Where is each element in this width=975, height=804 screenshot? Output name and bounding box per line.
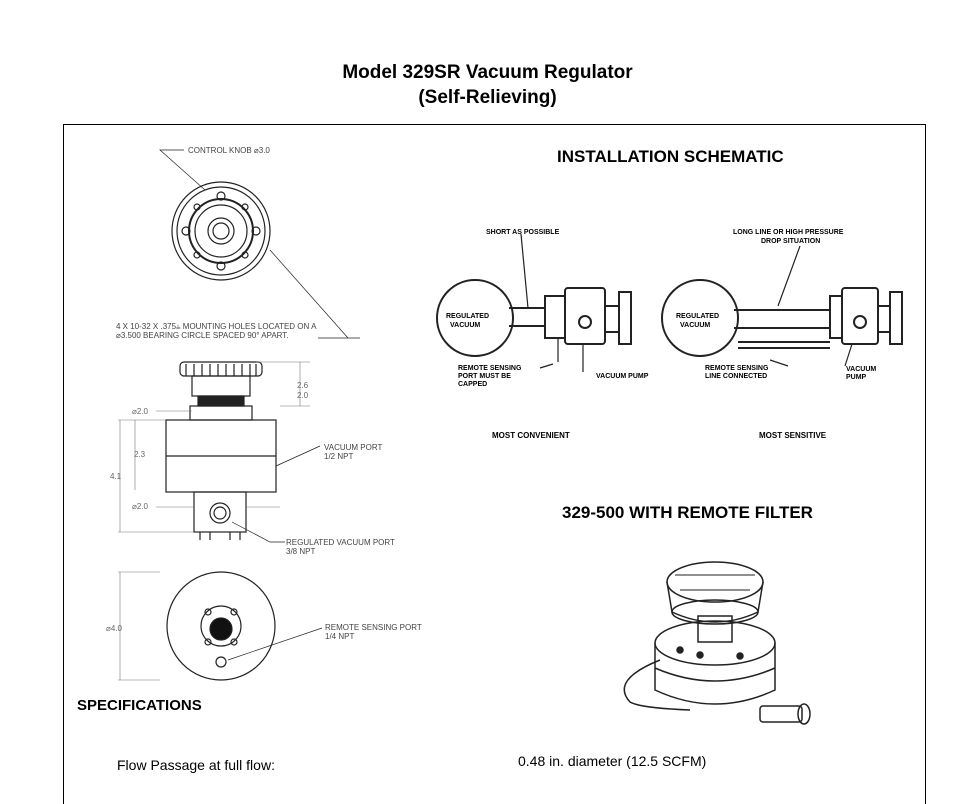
long-line-label: LONG LINE OR HIGH PRESSURE [733, 229, 844, 236]
vacuum-port-label: VACUUM PORT [324, 443, 383, 452]
dim-2-0-top: 2.0 [297, 391, 309, 400]
short-as-possible-label: SHORT AS POSSIBLE [486, 229, 560, 236]
dim-dia-2-0-a: ⌀2.0 [132, 407, 148, 416]
vacuum-pump-right: VACUUM [846, 366, 877, 373]
regulated-vacuum-right-line2: VACUUM [680, 322, 711, 329]
dim-2-3: 2.3 [134, 450, 146, 459]
remote-sensing-capped-label: REMOTE SENSING [458, 365, 522, 372]
remote-sensing-capped-line2: PORT MUST BE [458, 373, 511, 380]
content-frame [63, 124, 926, 804]
remote-port-size: 1/4 NPT [325, 632, 355, 641]
dim-2-6: 2.6 [297, 381, 309, 390]
long-line-label-line2: DROP SITUATION [761, 238, 821, 245]
top-view-drawing [171, 181, 271, 281]
regulated-port-size: 3/8 NPT [286, 547, 316, 556]
page-title: Model 329SR Vacuum Regulator [342, 62, 633, 83]
most-sensitive-label: MOST SENSITIVE [759, 431, 827, 440]
spec-flow-passage-value: 0.48 in. diameter (12.5 SCFM) [518, 753, 707, 769]
spec-flow-passage-label: Flow Passage at full flow: [117, 757, 275, 773]
filter-product-illustration [623, 561, 811, 725]
mounting-holes-label: 4 X 10-32 X .375⫨ MOUNTING HOLES LOCATED… [116, 322, 317, 331]
side-view-drawing [165, 361, 277, 540]
regulated-vacuum-right: REGULATED [676, 313, 720, 320]
remote-sensing-capped-line3: CAPPED [458, 381, 488, 388]
control-knob-label: CONTROL KNOB ⌀3.0 [188, 146, 270, 155]
technical-drawing [118, 149, 903, 725]
bottom-view-drawing [166, 571, 276, 681]
dim-4-1: 4.1 [110, 472, 122, 481]
remote-filter-heading: 329-500 WITH REMOTE FILTER [562, 503, 813, 522]
vacuum-port-size: 1/2 NPT [324, 452, 354, 461]
schematic-right [661, 245, 903, 367]
vacuum-pump-left: VACUUM PUMP [596, 373, 649, 380]
remote-line-connected-label: REMOTE SENSING [705, 365, 769, 372]
schematic-left [436, 233, 632, 372]
page-subtitle: (Self-Relieving) [418, 87, 557, 108]
remote-line-connected-line2: LINE CONNECTED [705, 373, 768, 380]
regulated-vacuum-left: REGULATED [446, 313, 490, 320]
vacuum-pump-right-line2: PUMP [846, 374, 867, 381]
most-convenient-label: MOST CONVENIENT [492, 431, 570, 440]
remote-port-label: REMOTE SENSING PORT [325, 623, 422, 632]
specifications-heading: SPECIFICATIONS [77, 697, 202, 714]
dim-dia-4-0: ⌀4.0 [106, 624, 122, 633]
regulated-vacuum-left-line2: VACUUM [450, 322, 481, 329]
dim-dia-2-0-b: ⌀2.0 [132, 502, 148, 511]
mounting-holes-label-line2: ⌀3.500 BEARING CIRCLE SPACED 90° APART. [116, 331, 289, 340]
installation-schematic-heading: INSTALLATION SCHEMATIC [557, 147, 784, 166]
regulated-port-label: REGULATED VACUUM PORT [286, 538, 395, 547]
